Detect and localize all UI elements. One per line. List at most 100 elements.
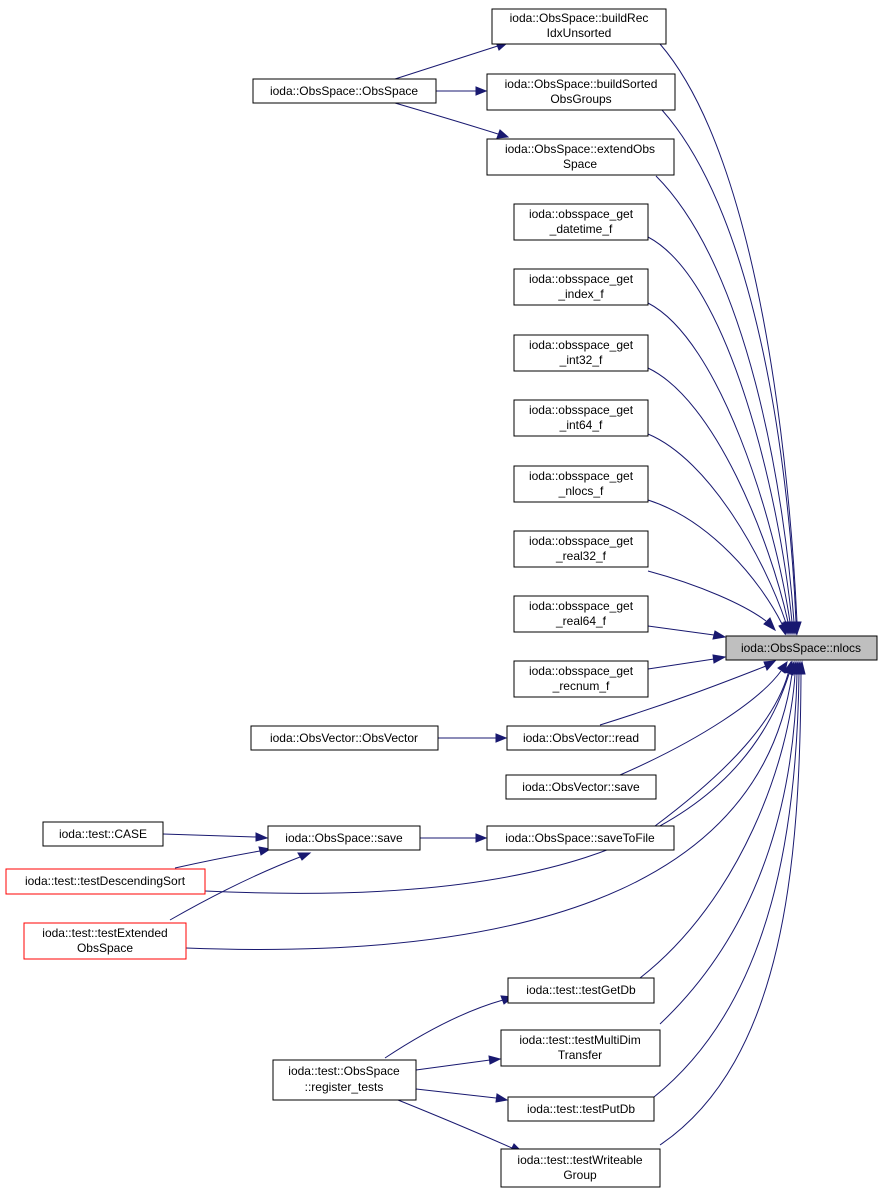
edge-testputdb-to-nlocs — [653, 660, 804, 1098]
node-test-multidim-transfer[interactable]: ioda::test::testMultiDim Transfer — [500, 1029, 661, 1067]
node-label: ioda::test::testExtended — [42, 926, 167, 940]
edge-obsspace-ctor-to-buildrec — [394, 41, 509, 80]
edge-testwriteable-to-nlocs — [659, 660, 806, 1146]
node-label: ioda::ObsSpace::nlocs — [741, 641, 861, 655]
node-label: ioda::ObsSpace::extendObs — [505, 142, 655, 156]
edge-register-to-testmultidim — [415, 1055, 502, 1071]
node-label: _real32_f — [555, 549, 607, 563]
node-test-extended-obsspace[interactable]: ioda::test::testExtended ObsSpace — [23, 922, 187, 960]
node-label: ioda::ObsSpace::save — [285, 831, 403, 845]
node-label: ioda::test::ObsSpace — [288, 1064, 400, 1078]
edge-extendobs-to-nlocs — [655, 175, 799, 636]
node-label: ioda::ObsVector::read — [523, 731, 639, 745]
edge-buildrec-to-nlocs — [659, 43, 802, 636]
node-label: Space — [563, 157, 597, 171]
node-label: _real64_f — [555, 614, 607, 628]
node-obsspace-get-datetime[interactable]: ioda::obsspace_get _datetime_f — [513, 203, 649, 241]
node-test-descending-sort[interactable]: ioda::test::testDescendingSort — [5, 868, 206, 895]
edge-getnlocs-to-nlocs — [647, 499, 787, 636]
node-label: ioda::obsspace_get — [529, 534, 634, 548]
node-label: ioda::ObsSpace::saveToFile — [505, 831, 655, 845]
node-label: _datetime_f — [549, 222, 613, 236]
node-obsspace-savetofile[interactable]: ioda::ObsSpace::saveToFile — [486, 825, 675, 851]
node-test-register-tests[interactable]: ioda::test::ObsSpace ::register_tests — [272, 1059, 417, 1101]
node-label: _int64_f — [559, 418, 603, 432]
node-obsspace-get-int32[interactable]: ioda::obsspace_get _int32_f — [513, 334, 649, 372]
edge-obsspace-ctor-to-extendobs — [394, 102, 510, 139]
edge-obsspace-save-to-savetofile — [420, 833, 488, 843]
node-label: ioda::ObsVector::save — [522, 780, 640, 794]
node-label: ioda::obsspace_get — [529, 664, 634, 678]
node-test-putdb[interactable]: ioda::test::testPutDb — [507, 1096, 655, 1122]
edge-layer — [162, 41, 806, 1153]
node-obsspace-get-real32[interactable]: ioda::obsspace_get _real32_f — [513, 530, 649, 568]
node-label: ioda::ObsSpace::buildRec — [510, 11, 649, 25]
node-label: ioda::obsspace_get — [529, 207, 634, 221]
node-label: ioda::test::testPutDb — [527, 1102, 635, 1116]
edge-testmultidim-to-nlocs — [659, 660, 802, 1025]
node-label: Group — [563, 1168, 597, 1182]
edge-case-to-obsspace-save — [162, 832, 269, 842]
node-obsvector-save[interactable]: ioda::ObsVector::save — [505, 774, 657, 800]
node-label: ::register_tests — [305, 1080, 384, 1094]
edge-read-to-nlocs — [599, 660, 777, 726]
edge-getint32-to-nlocs — [647, 367, 793, 636]
node-label: _recnum_f — [552, 679, 610, 693]
node-obsspace-get-nlocs[interactable]: ioda::obsspace_get _nlocs_f — [513, 465, 649, 503]
node-label: _int32_f — [559, 353, 603, 367]
node-label: ioda::test::CASE — [59, 827, 147, 841]
edge-register-to-testputdb — [415, 1088, 509, 1103]
node-obsspace-get-recnum[interactable]: ioda::obsspace_get _recnum_f — [513, 660, 649, 698]
node-label: ioda::ObsSpace::ObsSpace — [270, 84, 418, 98]
node-label: ioda::obsspace_get — [529, 599, 634, 613]
node-label: ioda::test::testMultiDim — [519, 1033, 640, 1047]
node-obsspace-save[interactable]: ioda::ObsSpace::save — [267, 825, 421, 851]
node-extendobs-space[interactable]: ioda::ObsSpace::extendObs Space — [486, 138, 675, 176]
edge-savetofile-to-nlocs — [654, 660, 793, 827]
node-test-writeable-group[interactable]: ioda::test::testWriteable Group — [500, 1148, 661, 1188]
edge-extended-to-obsspace-save — [169, 852, 312, 921]
edge-register-to-testgetdb — [384, 995, 515, 1059]
node-test-getdb[interactable]: ioda::test::testGetDb — [507, 977, 655, 1004]
node-label: ioda::test::testWriteable — [517, 1153, 643, 1167]
node-label: ObsGroups — [550, 92, 611, 106]
node-obsvector-ctor[interactable]: ioda::ObsVector::ObsVector — [250, 725, 439, 751]
edge-buildsorted-to-nlocs — [661, 109, 801, 636]
edge-getrecnum-to-nlocs — [647, 654, 727, 670]
edge-descsort-to-obsspace-save — [174, 846, 272, 869]
node-obsvector-read[interactable]: ioda::ObsVector::read — [506, 725, 656, 751]
edge-register-to-testwriteable — [397, 1099, 524, 1153]
node-obsspace-get-real64[interactable]: ioda::obsspace_get _real64_f — [513, 595, 649, 633]
node-obsspace-get-int64[interactable]: ioda::obsspace_get _int64_f — [513, 399, 649, 437]
node-label: Transfer — [558, 1048, 602, 1062]
node-label: ObsSpace — [77, 941, 133, 955]
node-label: _index_f — [557, 287, 604, 301]
node-label: IdxUnsorted — [547, 26, 612, 40]
node-label: ioda::obsspace_get — [529, 272, 634, 286]
node-buildrec-idxunsorted[interactable]: ioda::ObsSpace::buildRec IdxUnsorted — [491, 8, 667, 45]
node-label: ioda::test::testDescendingSort — [25, 874, 186, 888]
node-obsspace-ctor[interactable]: ioda::ObsSpace::ObsSpace — [252, 78, 437, 104]
node-obsspace-nlocs[interactable]: ioda::ObsSpace::nlocs — [725, 635, 878, 661]
node-obsspace-get-index[interactable]: ioda::obsspace_get _index_f — [513, 268, 649, 306]
node-label: ioda::obsspace_get — [529, 469, 634, 483]
edge-obsvector-ctor-to-read — [438, 733, 508, 743]
node-label: ioda::ObsSpace::buildSorted — [505, 77, 658, 91]
node-label: ioda::obsspace_get — [529, 338, 634, 352]
node-label: ioda::test::testGetDb — [526, 983, 636, 997]
node-label: _nlocs_f — [558, 484, 604, 498]
node-layer: ioda::ObsSpace::nlocs ioda::ObsSpace::bu… — [5, 8, 878, 1188]
node-test-case[interactable]: ioda::test::CASE — [42, 821, 164, 847]
node-label: ioda::ObsVector::ObsVector — [270, 731, 418, 745]
edge-getindex-to-nlocs — [647, 302, 795, 636]
edge-extended-to-nlocs — [185, 660, 797, 950]
node-buildsorted-obsgroups[interactable]: ioda::ObsSpace::buildSorted ObsGroups — [486, 73, 676, 111]
edge-getreal64-to-nlocs — [647, 625, 727, 640]
edge-getdatetime-to-nlocs — [647, 236, 797, 636]
edge-descsort-to-nlocs — [204, 660, 794, 894]
edge-getint64-to-nlocs — [647, 433, 791, 636]
node-label: ioda::obsspace_get — [529, 403, 634, 417]
edge-obsspace-ctor-to-buildsorted — [436, 86, 488, 96]
